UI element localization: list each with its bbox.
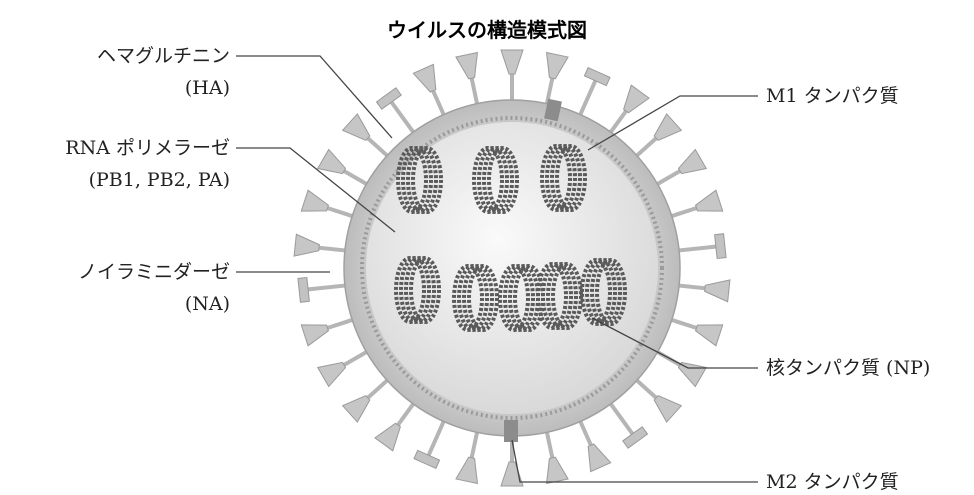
label-rna-polymerase-abbr: (PB1, PB2, PA) [88, 169, 230, 191]
hemagglutinin-spike [656, 350, 708, 388]
label-neuraminidase: ノイラミニダーゼ [77, 261, 230, 283]
hemagglutinin-spike [316, 148, 368, 186]
hemagglutinin-spike [578, 420, 612, 473]
rnp-complexes [394, 144, 627, 332]
label-nucleoprotein: 核タンパク質 (NP) [766, 357, 931, 379]
m2-channel [504, 420, 518, 442]
neuraminidase-spike [609, 402, 649, 449]
hemagglutinin-spike [544, 51, 569, 105]
hemagglutinin-spike [300, 189, 353, 218]
leader-m2 [511, 439, 758, 483]
label-neuraminidase-abbr: (NA) [184, 293, 230, 315]
diagram-title: ウイルスの構造模式図 [387, 18, 587, 42]
label-m1-protein: M1 タンパク質 [766, 85, 899, 107]
rnp-coil [396, 146, 443, 214]
hemagglutinin-spike [500, 49, 524, 100]
hemagglutinin-spike [455, 431, 480, 485]
label-hemagglutinin-abbr: (HA) [184, 77, 230, 99]
hemagglutinin-spike [544, 431, 569, 485]
hemagglutinin-spike [412, 63, 446, 116]
hemagglutinin-spike [671, 318, 724, 347]
rnp-coil [394, 256, 441, 324]
leader-lines [236, 55, 758, 483]
m1-channel [544, 98, 562, 122]
leader-np [591, 317, 758, 369]
hemagglutinin-spike [678, 279, 731, 303]
hemagglutinin-spike [300, 318, 353, 347]
surface-spikes [293, 49, 731, 487]
label-rna-polymerase: RNA ポリメラーゼ [65, 137, 230, 159]
rnp-coil [472, 146, 519, 214]
rnp-coil [452, 264, 499, 332]
leader-hemagglutinin [236, 55, 393, 139]
hemagglutinin-spike [316, 350, 368, 388]
label-m2-protein: M2 タンパク質 [766, 471, 899, 493]
rnp-coil [580, 258, 627, 326]
m1-layer [360, 116, 664, 420]
hemagglutinin-spike [609, 84, 650, 134]
leader-m1 [587, 95, 758, 151]
rnp-coil [540, 144, 587, 212]
label-hemagglutinin: ヘマグルチニン [96, 45, 230, 67]
hemagglutinin-spike [635, 378, 683, 423]
neuraminidase-spike [578, 66, 611, 116]
hemagglutinin-spike [341, 113, 389, 158]
neuraminidase-spike [413, 420, 446, 470]
hemagglutinin-spike [455, 51, 480, 105]
neuraminidase-spike [678, 233, 727, 260]
hemagglutinin-spike [293, 233, 346, 257]
hemagglutinin-spike [671, 189, 724, 218]
hemagglutinin-spike [656, 148, 708, 186]
neuraminidase-spike [375, 87, 415, 134]
leader-rna-polymerase [236, 147, 396, 233]
hemagglutinin-spike [374, 402, 415, 452]
hemagglutinin-spike [635, 113, 683, 158]
neuraminidase-spike [297, 276, 346, 303]
hemagglutinin-spike [341, 378, 389, 423]
